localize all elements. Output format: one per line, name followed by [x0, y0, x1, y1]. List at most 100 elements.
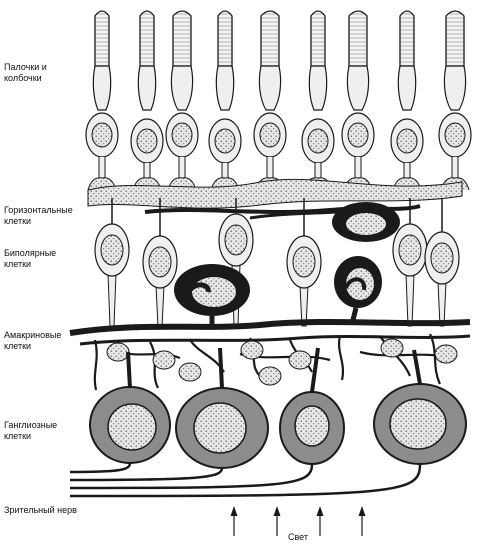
outer-segment — [94, 10, 110, 67]
ipl-terminals — [106, 338, 458, 386]
label-bipolar-cells: Биполярные клетки — [4, 248, 57, 269]
ipl-terminal-4 — [288, 350, 312, 370]
photoreceptor-7 — [341, 10, 375, 191]
bipolar-axon — [405, 273, 415, 327]
photoreceptor-axon — [221, 163, 229, 179]
photoreceptor-nucleus — [136, 128, 158, 154]
outer-segment — [445, 10, 465, 67]
ipl-dendrite-1 — [93, 339, 98, 391]
ganglion-cell-1 — [89, 386, 171, 464]
horizontal-cell-layer — [87, 178, 463, 242]
outer-segment — [217, 10, 233, 67]
photoreceptor-8 — [390, 10, 424, 191]
label-horizontal-cells: Горизонтальные клетки — [4, 205, 73, 226]
bipolar-nucleus — [398, 234, 422, 266]
light-arrow-head — [230, 506, 238, 516]
bipolar-axon — [107, 273, 117, 327]
ipl-terminal-7 — [178, 362, 202, 382]
horizontal-cell-nucleus — [346, 213, 386, 235]
amacrine-nucleus-notch-2 — [344, 277, 367, 291]
light-arrow-2 — [273, 506, 281, 536]
inner-segment — [258, 65, 282, 111]
axon-3 — [69, 463, 314, 490]
light-arrow-4 — [358, 506, 366, 536]
ipl-dendrite-6 — [338, 335, 344, 381]
ipl-dendrite-8 — [429, 333, 441, 385]
outer-segment — [399, 10, 415, 67]
amacrine-nucleus-notch — [188, 282, 211, 293]
photoreceptor-nucleus — [347, 122, 369, 148]
outer-segment — [172, 10, 192, 67]
ipl-terminal-1 — [106, 342, 130, 362]
ipl-terminal-6 — [434, 344, 458, 364]
photoreceptor-6 — [301, 10, 335, 191]
bipolar-cell-4 — [286, 198, 322, 327]
photoreceptor-nucleus — [259, 122, 281, 148]
bipolar-nucleus — [430, 242, 454, 274]
photoreceptor-axon — [143, 163, 151, 179]
amacrine-cell-nucleus-2 — [346, 268, 374, 300]
inner-segment — [170, 65, 194, 111]
photoreceptor-nucleus — [396, 128, 418, 154]
outer-segment — [348, 10, 368, 67]
bipolar-nucleus — [224, 224, 248, 256]
outer-segment — [260, 10, 280, 67]
photoreceptor-4 — [208, 10, 242, 191]
bipolar-axon — [155, 285, 165, 327]
photoreceptor-2 — [130, 10, 164, 191]
label-photoreceptors: Палочки и колбочки — [4, 62, 47, 83]
photoreceptor-layer — [85, 10, 472, 191]
inner-plexiform-band — [69, 319, 471, 336]
amacrine-cell-nucleus — [192, 277, 236, 307]
axon-4 — [69, 463, 422, 498]
light-arrow-head — [316, 506, 324, 516]
inner-segment — [215, 65, 235, 111]
label-ganglion-cells: Ганглиозные клетки — [4, 420, 58, 441]
photoreceptor-9 — [438, 10, 472, 191]
ganglion-dendrite-1 — [126, 351, 132, 389]
bipolar-nucleus — [292, 246, 316, 278]
ganglion-dendrite-3 — [310, 347, 320, 393]
bipolar-cell-6 — [424, 198, 460, 327]
amacrine-stalk-2 — [349, 307, 359, 325]
inner-segment — [346, 65, 370, 111]
axon-2 — [69, 467, 224, 482]
inner-segment — [308, 65, 328, 111]
photoreceptor-axon — [314, 163, 322, 179]
ganglion-cell-4 — [373, 383, 467, 465]
ipl-terminal-8 — [258, 366, 282, 386]
bipolar-axon — [299, 285, 309, 327]
label-light: Свет — [288, 532, 309, 542]
photoreceptor-axon — [266, 157, 274, 179]
light-arrow-head — [358, 506, 366, 516]
inner-plexiform-band-2 — [79, 334, 471, 346]
bipolar-nucleus — [100, 234, 124, 266]
inner-segment — [137, 65, 157, 111]
light-arrow-1 — [230, 506, 238, 536]
bipolar-cell-1 — [94, 198, 130, 327]
photoreceptor-5 — [253, 10, 287, 191]
photoreceptor-3 — [165, 10, 199, 191]
photoreceptor-nucleus — [171, 122, 193, 148]
photoreceptor-axon — [98, 157, 106, 179]
light-arrows — [230, 506, 366, 536]
photoreceptor-axon — [451, 157, 459, 179]
bipolar-cell-2 — [142, 198, 178, 327]
photoreceptor-nucleus — [307, 128, 329, 154]
ipl-terminal-5 — [380, 338, 404, 358]
ipl-terminal-3 — [240, 340, 264, 360]
photoreceptor-nucleus — [214, 128, 236, 154]
ganglion-dendrite-2 — [218, 347, 224, 389]
photoreceptor-nucleus — [444, 122, 466, 148]
photoreceptor-1 — [85, 10, 119, 191]
bipolar-nucleus — [148, 246, 172, 278]
ganglion-cell-2 — [175, 387, 269, 469]
amacrine-cell-layer — [69, 256, 471, 391]
outer-segment — [310, 10, 326, 67]
label-amacrine-cells: Амакриновые клетки — [4, 330, 62, 351]
inner-segment — [397, 65, 417, 111]
photoreceptor-nucleus — [91, 122, 113, 148]
ipl-dendrite-2 — [149, 341, 160, 389]
horizontal-process — [144, 204, 421, 214]
